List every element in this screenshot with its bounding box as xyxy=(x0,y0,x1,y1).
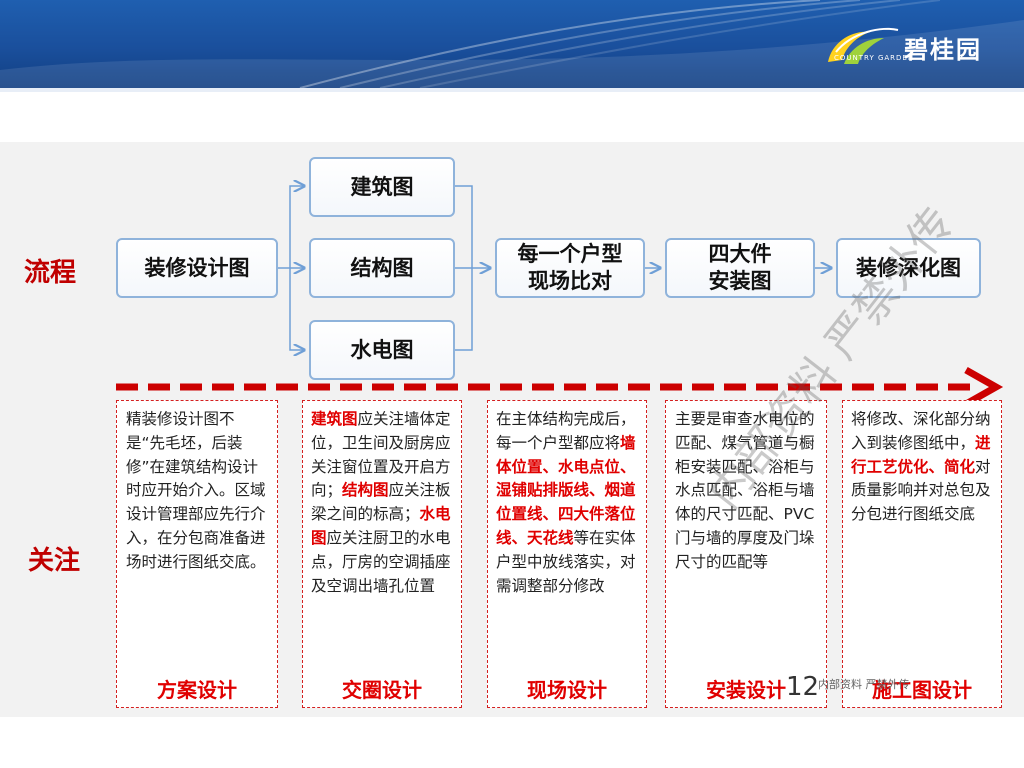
note-box-4 xyxy=(665,400,827,708)
note-segment: 结构图 xyxy=(342,481,389,500)
note-title-3: 现场设计 xyxy=(527,678,607,702)
note-segment: 建筑图 xyxy=(311,410,358,428)
note-segment: 主要是审查水电位的匹配、煤气管道与橱柜安装匹配、浴柜与水点匹配、浴柜与墙体的尺寸… xyxy=(675,410,815,571)
note-title-2: 交圈设计 xyxy=(342,678,422,702)
note-segment: 应关注墙体定位，卫生间及厨房应关注窗位置及开启方向； xyxy=(311,410,451,500)
note-box-3 xyxy=(487,400,647,708)
note-segment: 应关注板梁之间的标高； xyxy=(311,481,451,524)
row-label-flow: 流程 xyxy=(24,258,77,288)
note-box-1 xyxy=(116,400,278,708)
note-segment: 墙体位置、水电点位、湿铺贴排版线、烟道位置线、四大件落位线、天花线 xyxy=(496,433,636,547)
note-segment: 将修改、深化部分纳入到装修图纸中， xyxy=(851,410,991,452)
note-text-1: 精装修设计图不是“先毛坯，后装修”在建筑结构设计时应开始介入。区域设计管理部应先… xyxy=(126,408,270,575)
flow-box-install: 四大件 安装图 xyxy=(665,238,815,298)
flow-box-start: 装修设计图 xyxy=(116,238,278,298)
note-segment: 应关注厨卫的水电点，厅房的空调插座及空调出墙孔位置 xyxy=(311,528,451,595)
note-text-5: 将修改、深化部分纳入到装修图纸中，进行工艺优化、简化对质量影响并对总包及分包进行… xyxy=(851,408,995,527)
note-box-2 xyxy=(302,400,462,708)
watermark-small: 内部资料 严禁外传 xyxy=(818,678,910,691)
flow-box-mep: 水电图 xyxy=(309,320,455,380)
flow-box-final: 装修深化图 xyxy=(836,238,981,298)
page-number: 12 xyxy=(786,672,820,702)
brand-subtitle: COUNTRY GARDEN xyxy=(834,54,915,62)
arrow-start-architecture xyxy=(289,186,304,268)
note-segment: 水电图 xyxy=(311,505,451,547)
timeline-arrowhead xyxy=(964,366,1004,408)
brand-name: 碧桂园 xyxy=(904,36,982,64)
flow-box-site-check: 每一个户型 现场比对 xyxy=(495,238,645,298)
note-box-5 xyxy=(842,400,1002,708)
header-banner: 碧桂园 COUNTRY GARDEN xyxy=(0,0,1024,88)
note-title-5: 施工图设计 xyxy=(872,678,972,702)
header-swoosh-decoration xyxy=(0,0,1024,88)
note-segment: 对质量影响并对总包及分包进行图纸交底 xyxy=(851,457,991,524)
flow-box-architecture: 建筑图 xyxy=(309,157,455,217)
note-segment: 等在实体户型中放线落实，对需调整部分修改 xyxy=(496,528,636,595)
note-segment: 在主体结构完成后，每一个户型都应将 xyxy=(496,410,636,452)
note-text-3: 在主体结构完成后，每一个户型都应将墙体位置、水电点位、湿铺贴排版线、烟道位置线、… xyxy=(496,408,640,598)
flow-box-structure: 结构图 xyxy=(309,238,455,298)
note-segment: 进行工艺优化、简化 xyxy=(851,433,991,476)
note-title-1: 方案设计 xyxy=(157,678,237,702)
note-title-4: 安装设计 xyxy=(706,678,786,702)
arrow-start-mep xyxy=(289,268,304,350)
header-rule xyxy=(0,88,1024,92)
row-label-focus: 关注 xyxy=(28,546,81,576)
note-text-2: 建筑图应关注墙体定位，卫生间及厨房应关注窗位置及开启方向；结构图应关注板梁之间的… xyxy=(311,408,455,598)
brand-logo-icon xyxy=(828,27,899,64)
note-segment: 精装修设计图不是“先毛坯，后装修”在建筑结构设计时应开始介入。区域设计管理部应先… xyxy=(126,410,266,571)
note-text-4: 主要是审查水电位的匹配、煤气管道与橱柜安装匹配、浴柜与水点匹配、浴柜与墙体的尺寸… xyxy=(675,408,819,575)
